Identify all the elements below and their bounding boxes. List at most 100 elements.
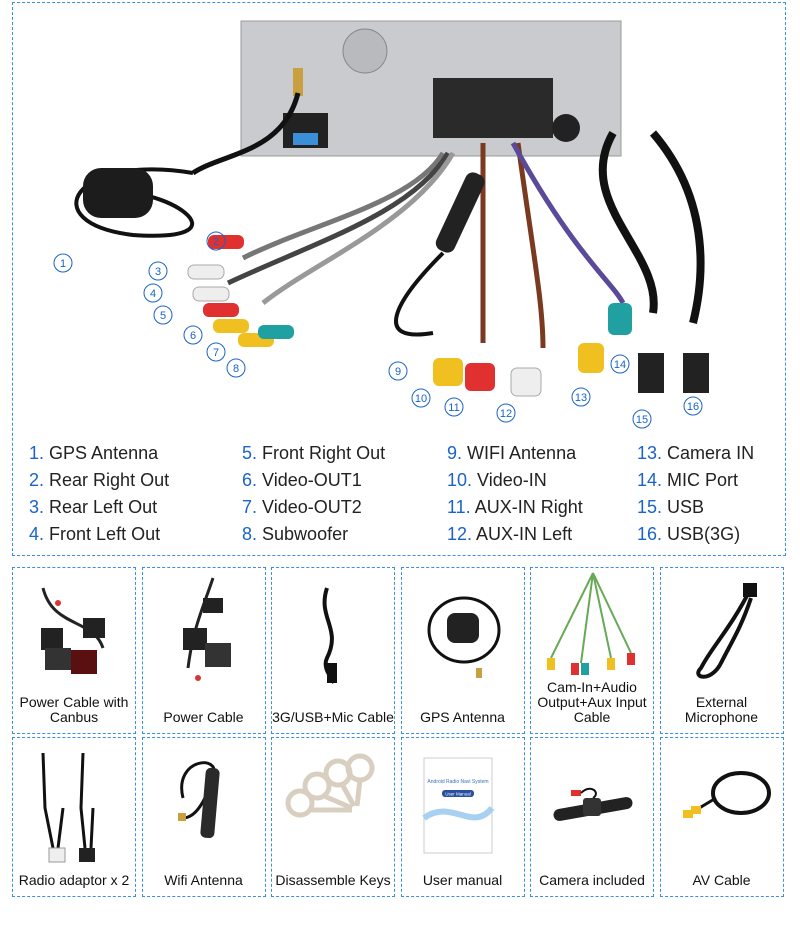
av-cable-picture [682, 771, 771, 818]
legend-number: 13. [637, 443, 663, 463]
accessory-label: External Microphone [684, 694, 759, 725]
marker-3: 3 [155, 266, 161, 278]
rca-cable-picture [547, 572, 635, 675]
legend-item: 15. USB [637, 497, 704, 518]
legend-item: 4. Front Left Out [29, 524, 160, 545]
marker-14: 14 [614, 359, 626, 371]
marker-7: 7 [213, 347, 219, 359]
accessory-label: Cam-In+Audio Output+Aux Input Cable [537, 679, 647, 725]
legend-label: Front Left Out [49, 524, 161, 544]
legend-label: USB(3G) [667, 524, 741, 544]
legend-number: 2. [29, 470, 45, 490]
legend-number: 8. [242, 524, 258, 544]
legend-item: 7. Video-OUT2 [242, 497, 362, 518]
legend-item: 16. USB(3G) [637, 524, 740, 545]
legend-label: WIFI Antenna [467, 443, 577, 463]
accessory-label: AV Cable [692, 872, 751, 888]
accessory-item: Radio adaptor x 2 [12, 737, 136, 897]
radio-adaptor-picture [41, 752, 95, 863]
legend-item: 8. Subwoofer [242, 524, 348, 545]
legend-label: Video-OUT1 [262, 470, 362, 490]
accessory-label: Disassemble Keys [275, 872, 391, 888]
marker-2: 2 [213, 236, 219, 248]
accessory-label: Power Cable with Canbus [19, 694, 129, 725]
legend-item: 1. GPS Antenna [29, 443, 158, 464]
legend-item: 11. AUX-IN Right [447, 497, 583, 518]
gps-antenna-picture [427, 596, 500, 678]
accessory-label: GPS Antenna [420, 709, 505, 725]
legend-label: Video-IN [477, 470, 547, 490]
legend-label: AUX-IN Left [476, 524, 573, 544]
legend-item: 5. Front Right Out [242, 443, 385, 464]
legend-item: 14. MIC Port [637, 470, 738, 491]
callout-markers: 1 2 3 4 5 6 7 8 9 10 11 12 13 14 15 16 [53, 231, 703, 429]
marker-13: 13 [575, 392, 587, 404]
accessory-item: Wifi Antenna [141, 737, 266, 897]
marker-6: 6 [190, 330, 196, 342]
legend-label: Rear Left Out [49, 497, 158, 517]
legend-number: 5. [242, 443, 258, 463]
legend-label: Subwoofer [262, 524, 349, 544]
marker-15: 15 [636, 414, 648, 426]
marker-16: 16 [687, 401, 699, 413]
marker-8: 8 [233, 363, 239, 375]
legend-number: 11. [447, 497, 471, 517]
accessory-label: Radio adaptor x 2 [18, 872, 130, 888]
legend-label: Camera IN [667, 443, 755, 463]
marker-4: 4 [150, 288, 156, 300]
head-unit-rear-photo: 1 2 3 4 5 6 7 8 9 10 11 12 13 14 15 16 [53, 20, 709, 429]
legend-number: 9. [447, 443, 463, 463]
legend-label: MIC Port [667, 470, 739, 490]
legend-number: 4. [29, 524, 45, 544]
accessory-item: Power Cable with Canbus [12, 567, 136, 734]
legend-number: 12. [447, 524, 473, 544]
marker-5: 5 [160, 310, 166, 322]
legend-number: 15. [637, 497, 663, 517]
legend-item: 3. Rear Left Out [29, 497, 157, 518]
legend-number: 1. [29, 443, 45, 463]
accessory-item: Cam-In+Audio Output+Aux Input Cable [530, 567, 654, 734]
legend-item: 13. Camera IN [637, 443, 754, 464]
accessory-item: 3G/USB+Mic Cable [271, 567, 395, 734]
legend-label: USB [667, 497, 705, 517]
power-cable-canbus-picture [41, 587, 105, 674]
legend-label: GPS Antenna [49, 443, 159, 463]
microphone-picture [696, 583, 757, 679]
legend-item: 9. WIFI Antenna [447, 443, 576, 464]
legend-label: Video-OUT2 [262, 497, 362, 517]
marker-11: 11 [448, 402, 459, 414]
svg-text:User Manual: User Manual [445, 792, 471, 797]
legend-label: Front Right Out [262, 443, 386, 463]
accessory-label: Power Cable [163, 709, 244, 725]
legend-number: 7. [242, 497, 258, 517]
legend-number: 16. [637, 524, 663, 544]
accessory-label: Wifi Antenna [164, 872, 243, 888]
accessory-label: 3G/USB+Mic Cable [272, 709, 394, 725]
legend-number: 14. [637, 470, 663, 490]
legend-label: Rear Right Out [49, 470, 170, 490]
accessory-item: Disassemble Keys [271, 737, 395, 897]
keys-picture [285, 753, 375, 818]
power-cable-picture [182, 577, 231, 681]
marker-9: 9 [395, 366, 401, 378]
wifi-antenna-picture [177, 761, 220, 839]
camera-picture [553, 787, 633, 821]
legend-number: 10. [447, 470, 473, 490]
accessory-item: Power Cable [141, 567, 266, 734]
legend-item: 2. Rear Right Out [29, 470, 169, 491]
accessory-label: User manual [422, 872, 503, 888]
accessory-item: Camera included [530, 737, 654, 897]
accessory-label: Camera included [539, 872, 645, 888]
accessory-item: AV Cable [659, 737, 784, 897]
legend-item: 12. AUX-IN Left [447, 524, 572, 545]
legend-number: 6. [242, 470, 258, 490]
legend-item: 10. Video-IN [447, 470, 547, 491]
accessory-item: GPS Antenna [400, 567, 525, 734]
legend-label: AUX-IN Right [474, 497, 583, 517]
svg-text:Android Radio Navi System: Android Radio Navi System [427, 779, 488, 785]
legend-number: 3. [29, 497, 45, 517]
marker-10: 10 [415, 393, 427, 405]
